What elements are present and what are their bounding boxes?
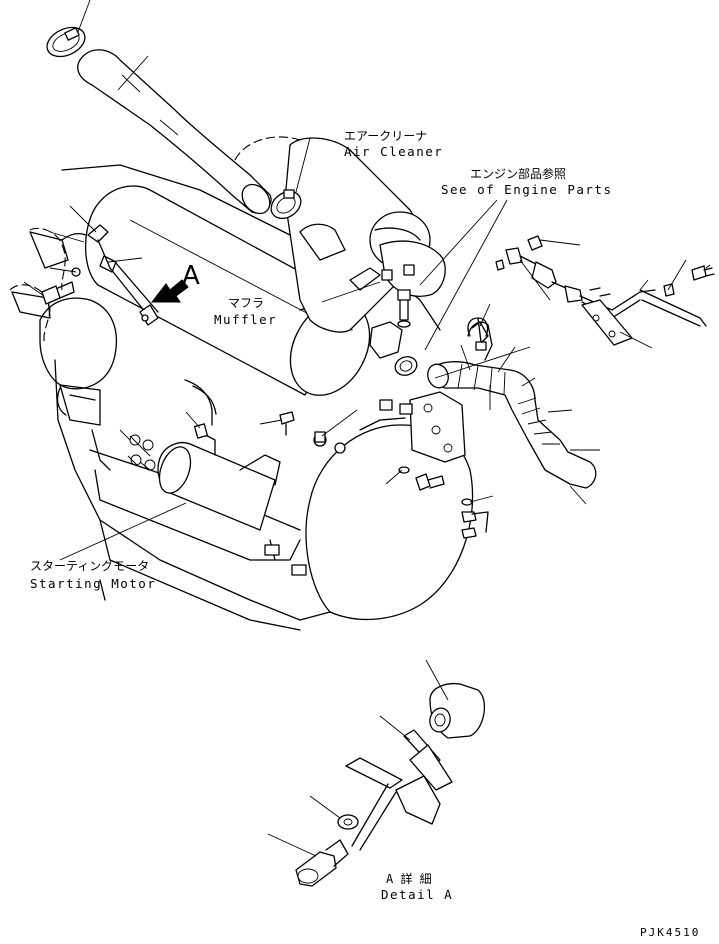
air-cleaner-label-jp: エアークリーナ [344, 129, 427, 143]
detail-a-label-en: Detail A [381, 887, 453, 902]
hose-clamp-inlet [270, 189, 302, 220]
fasteners-right [398, 466, 489, 539]
leader-lines [23, 0, 711, 561]
detail-marker-letter: A [182, 261, 200, 291]
turbo-elbow [349, 264, 415, 359]
starting-motor-label-en: Starting Motor [30, 576, 156, 591]
engine-parts-label-jp: エンジン部品参照 [470, 166, 566, 181]
intake-hose [77, 49, 272, 215]
starting-motor-label-jp: スターティングモータ [30, 559, 149, 573]
air-cleaner [234, 136, 446, 333]
u-bolt [467, 317, 489, 351]
detail-a-assembly [295, 682, 486, 887]
bolt-left [41, 281, 75, 305]
detail-a-label-jp: A 詳 細 [386, 871, 432, 886]
hose-clamp-top [46, 26, 86, 58]
detail-a-leaders [267, 659, 449, 857]
drawing-code: PJK4510 [640, 926, 700, 939]
bolt-turbo [397, 289, 411, 328]
engine-parts-label-en: See of Engine Parts [441, 182, 613, 197]
gasket-ring [394, 356, 418, 376]
drain-line [495, 235, 715, 346]
clip-center [279, 411, 326, 443]
muffler-label-en: Muffler [214, 312, 277, 327]
exhaust-bracket [379, 391, 466, 463]
air-cleaner-label-en: Air Cleaner [344, 144, 443, 159]
text-labels: エアークリーナ Air Cleaner エンジン部品参照 See of Engi… [30, 129, 700, 939]
bold-arrow-icon [150, 279, 189, 303]
muffler-label-jp: マフラ [228, 296, 264, 310]
exhaust-pipe [427, 321, 597, 489]
starting-motor [157, 379, 281, 531]
